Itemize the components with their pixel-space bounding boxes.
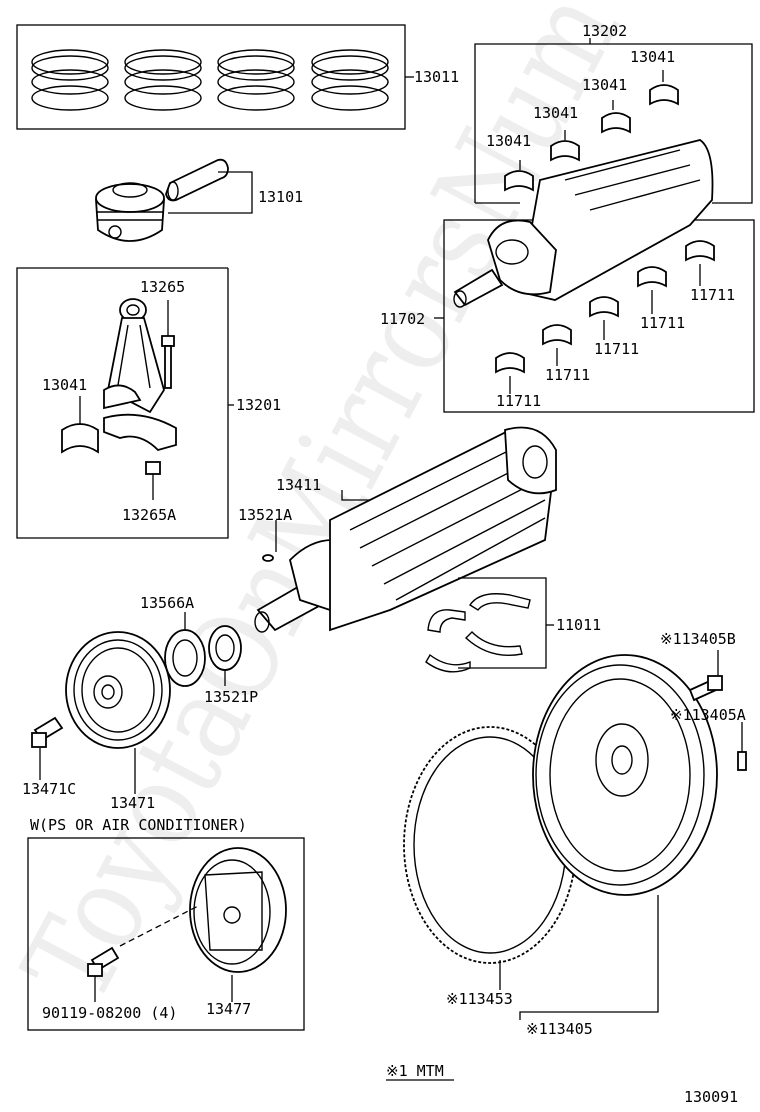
label-13011: 13011 bbox=[414, 68, 459, 86]
crank-pulley[interactable] bbox=[31, 631, 171, 794]
upper-main-bearings-group[interactable] bbox=[474, 38, 753, 204]
connecting-rod-group[interactable] bbox=[16, 267, 234, 539]
label-11711-e: 11711 bbox=[496, 392, 541, 410]
label-11702: 11702 bbox=[380, 310, 425, 328]
label-13041-c: 13041 bbox=[533, 104, 578, 122]
label-13101: 13101 bbox=[258, 188, 303, 206]
label-113405: ※113405 bbox=[526, 1020, 593, 1038]
label-113453: ※113453 bbox=[446, 990, 513, 1008]
condition-label: W(PS OR AIR CONDITIONER) bbox=[30, 816, 247, 834]
label-13471C: 13471C bbox=[22, 780, 76, 798]
label-13265A: 13265A bbox=[122, 506, 176, 524]
label-11711-a: 11711 bbox=[690, 286, 735, 304]
label-13477: 13477 bbox=[206, 1000, 251, 1018]
label-11711-d: 11711 bbox=[545, 366, 590, 384]
label-13041-top: 13041 bbox=[630, 48, 675, 66]
flywheel[interactable] bbox=[519, 650, 747, 1020]
thrust-washers[interactable] bbox=[425, 577, 554, 673]
label-13265: 13265 bbox=[140, 278, 185, 296]
piston-rings-group[interactable] bbox=[16, 24, 414, 130]
label-113405B: ※113405B bbox=[660, 630, 736, 648]
label-11711-b: 11711 bbox=[640, 314, 685, 332]
label-13471: 13471 bbox=[110, 794, 155, 812]
label-13041-rod: 13041 bbox=[42, 376, 87, 394]
ps-ac-pulley-group[interactable] bbox=[27, 837, 305, 1031]
label-13411: 13411 bbox=[276, 476, 321, 494]
piston-and-pin[interactable] bbox=[95, 158, 253, 242]
label-13201: 13201 bbox=[236, 396, 281, 414]
diagram-id: 130091 bbox=[684, 1088, 738, 1106]
label-113405A: ※113405A bbox=[670, 706, 746, 724]
label-90119: 90119-08200 (4) bbox=[42, 1004, 177, 1022]
label-13521P: 13521P bbox=[204, 688, 258, 706]
label-13566A: 13566A bbox=[140, 594, 194, 612]
label-13202: 13202 bbox=[582, 22, 627, 40]
label-11011: 11011 bbox=[556, 616, 601, 634]
label-13041-b: 13041 bbox=[582, 76, 627, 94]
note-label: ※1 MTM bbox=[386, 1062, 444, 1080]
crankshaft-bearing-set[interactable] bbox=[434, 139, 755, 413]
label-13041-d: 13041 bbox=[486, 132, 531, 150]
label-11711-c: 11711 bbox=[594, 340, 639, 358]
crank-sprocket[interactable] bbox=[164, 612, 242, 687]
crankshaft[interactable] bbox=[254, 426, 557, 633]
label-13521A: 13521A bbox=[238, 506, 292, 524]
